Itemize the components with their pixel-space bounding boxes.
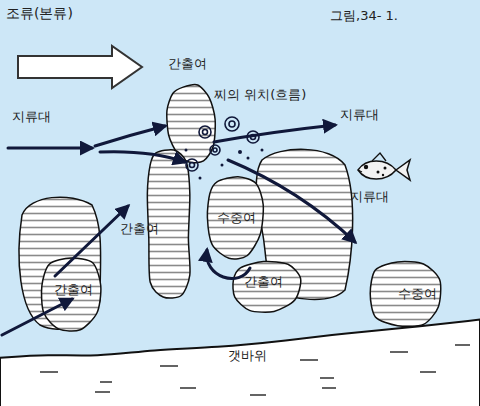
- exposed-rock: 간출여: [40, 255, 102, 332]
- submerged-rock: 수중여: [368, 260, 442, 327]
- branch-current-label: 지류대: [340, 108, 379, 122]
- float-eddies: [186, 117, 259, 171]
- main-current-arrow: [18, 46, 142, 88]
- eddy: [186, 159, 198, 171]
- fish-mouth: [358, 170, 362, 172]
- shore-rock: 갯바위: [0, 315, 480, 406]
- rock-label: 간출여: [120, 222, 159, 236]
- hatch-line: [300, 359, 318, 360]
- fish-tail: [396, 160, 410, 180]
- eddy: [225, 117, 239, 131]
- submerged-rock: 수중여: [205, 175, 265, 260]
- branch-current-label: 지류대: [12, 110, 51, 124]
- spray-dots: [185, 149, 264, 180]
- dot: [199, 177, 202, 180]
- flow-arrow: [228, 160, 355, 242]
- rock-outline: [42, 258, 101, 331]
- branch-current-label: 지류대: [350, 190, 389, 204]
- hatch-line: [322, 387, 336, 388]
- flow-arrow: [2, 299, 72, 335]
- fish-body: [358, 161, 396, 179]
- rock-label: 수중여: [217, 211, 256, 225]
- dot: [221, 164, 224, 167]
- dot: [238, 150, 242, 154]
- figure-number: 그림,34- 1.: [330, 9, 398, 23]
- exposed-rock: 간출여: [160, 55, 218, 162]
- fish-icon: [358, 153, 410, 180]
- hatch-line: [320, 377, 334, 378]
- flow-arrow: [55, 206, 128, 276]
- rock-label: 수중여: [398, 287, 437, 301]
- fish-spot: [377, 171, 380, 174]
- dot: [261, 149, 264, 152]
- hatch-line: [455, 344, 470, 345]
- dot: [185, 149, 188, 152]
- eddy: [190, 163, 195, 168]
- eddy: [213, 148, 217, 152]
- hatch-line: [250, 394, 266, 395]
- hatch-line: [390, 351, 408, 352]
- flow-arrow: [8, 147, 92, 150]
- rock-outline-svg: [160, 55, 218, 162]
- hatch-line: [180, 387, 196, 388]
- exposed-rock: 간출여: [232, 260, 302, 313]
- rock-outline: [370, 262, 441, 327]
- flow-arrow: [95, 126, 165, 146]
- shore-hatching: [40, 345, 470, 395]
- flow-arrow: [207, 250, 250, 278]
- hatch-line: [95, 391, 110, 392]
- current-label: 조류(본류): [6, 6, 73, 21]
- fish-spot: [382, 174, 384, 176]
- fish-eye: [364, 165, 368, 169]
- eddy: [210, 145, 220, 155]
- hatch-line: [160, 365, 178, 366]
- flow-arrows: [2, 125, 355, 335]
- rock-label: 간출여: [54, 283, 93, 297]
- hatch-line: [40, 371, 58, 372]
- eddy: [199, 126, 211, 138]
- float-position-label: 찌의 위치(흐름): [214, 88, 306, 102]
- shore-outline: [0, 320, 480, 406]
- dot: [247, 157, 250, 160]
- fish-spot: [384, 167, 387, 170]
- exposed-rock: 간출여: [120, 150, 192, 297]
- eddy: [229, 121, 235, 127]
- rock-label: 간출여: [244, 275, 283, 289]
- rock-outline: [233, 261, 301, 312]
- hatch-line: [420, 371, 436, 372]
- flow-arrow: [100, 152, 185, 162]
- rock-label: 갯바위: [228, 349, 267, 363]
- rock-outline: [207, 177, 263, 259]
- rock-label: 간출여: [168, 57, 207, 71]
- hatch-line: [100, 381, 112, 382]
- fish-fin: [372, 153, 386, 161]
- eddy: [203, 130, 208, 135]
- eddy: [251, 135, 256, 140]
- flow-arrow: [214, 125, 335, 142]
- eddy: [247, 131, 259, 143]
